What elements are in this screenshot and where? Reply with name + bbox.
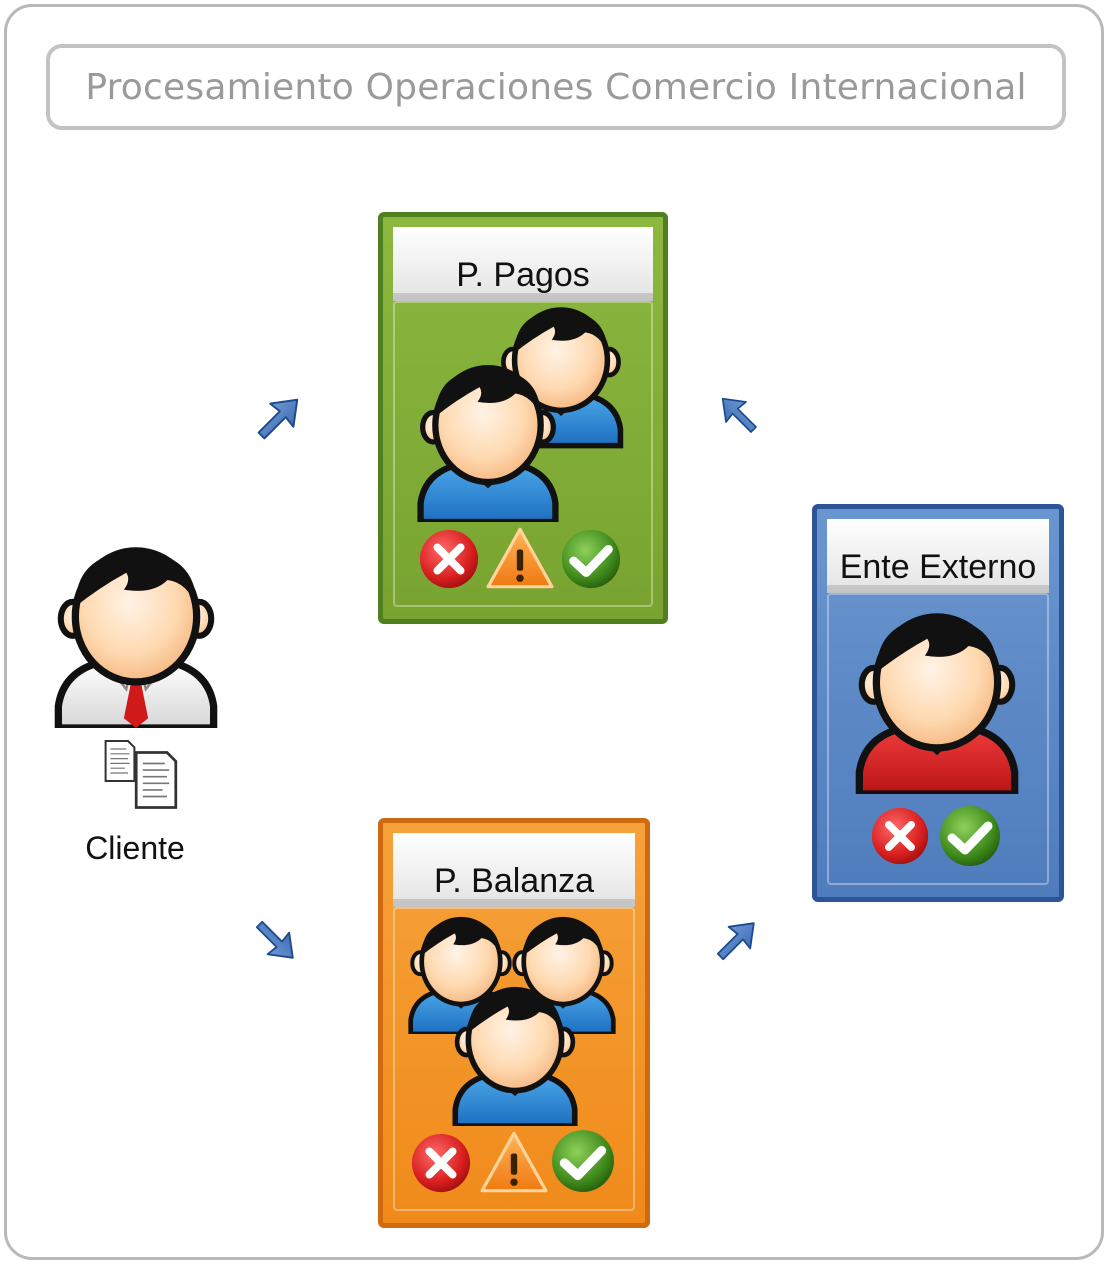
title-box: Procesamiento Operaciones Comercio Inter… xyxy=(46,44,1066,130)
balanza-reject-icon xyxy=(412,1134,470,1192)
arrow-pagos-to-ente-icon xyxy=(721,397,757,433)
card-balanza-title: P. Balanza xyxy=(433,862,595,900)
card-pagos-body xyxy=(393,301,653,607)
balanza-approve-icon xyxy=(552,1130,614,1192)
client-document-icon-2 xyxy=(134,751,178,809)
arrow-balanza-to-ente-icon xyxy=(716,922,755,961)
card-ente-header: Ente Externo xyxy=(827,519,1049,593)
arrow-cliente-to-pagos-icon xyxy=(257,398,299,440)
card-balanza-header: P. Balanza xyxy=(393,833,635,907)
pagos-reject-icon xyxy=(420,530,478,588)
client-person xyxy=(58,551,213,728)
card-ente-title: Ente Externo xyxy=(839,548,1037,586)
pagos-approve-icon xyxy=(562,530,620,588)
arrow-cliente-to-balanza-icon xyxy=(255,920,294,959)
card-balanza-body xyxy=(393,907,635,1211)
card-pagos-header: P. Pagos xyxy=(393,227,653,301)
balanza-warning-icon xyxy=(480,1131,548,1193)
pagos-warning-icon xyxy=(486,527,554,589)
ente-reject-icon xyxy=(872,808,928,864)
client-document-icon xyxy=(104,739,136,783)
card-ente-body xyxy=(827,593,1049,885)
card-ente-externo: Ente Externo xyxy=(812,504,1064,902)
card-pagos-title: P. Pagos xyxy=(456,256,590,294)
client-label: Cliente xyxy=(85,830,185,866)
ente-approve-icon xyxy=(940,806,1000,866)
diagram-title: Procesamiento Operaciones Comercio Inter… xyxy=(85,66,1027,108)
ente-agent xyxy=(859,617,1014,794)
